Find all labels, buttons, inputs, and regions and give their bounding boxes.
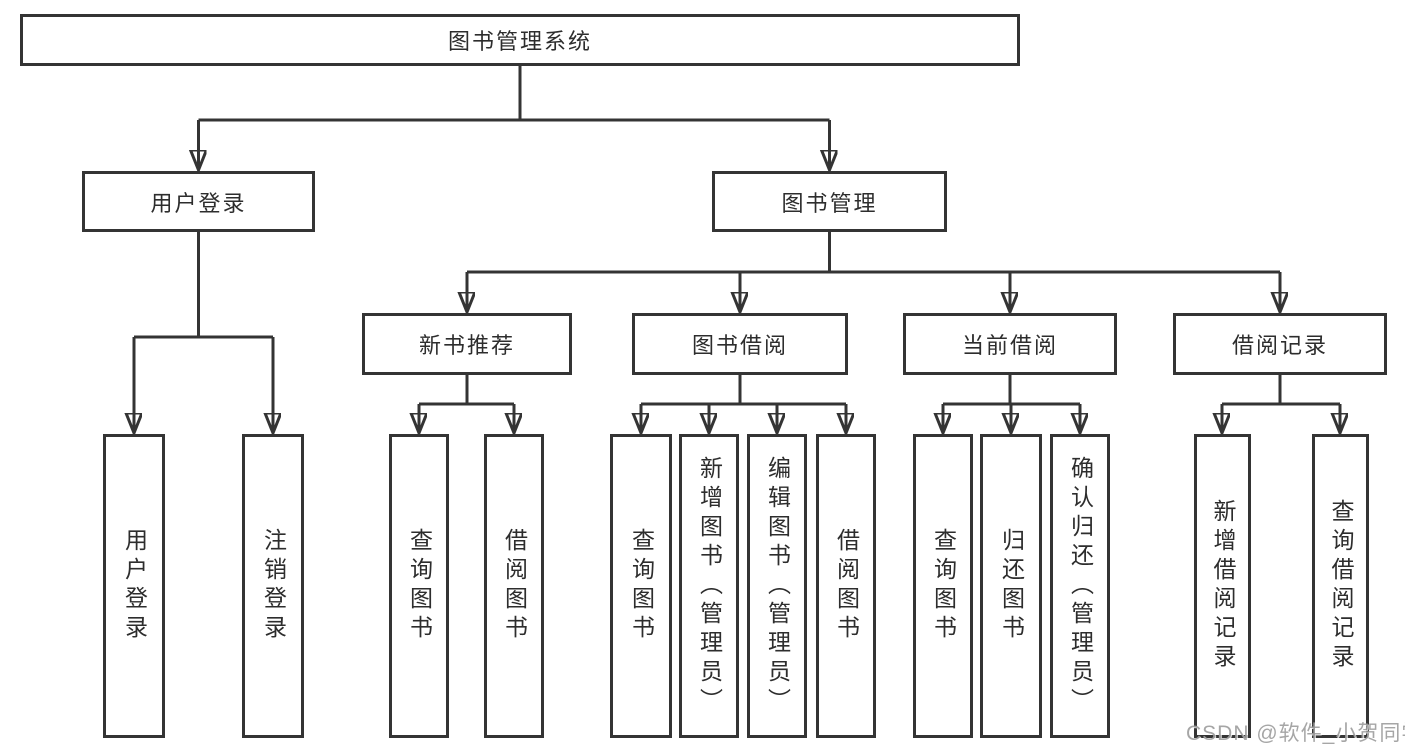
leaf-borrowing-borrow-books: 借阅图书 [816, 434, 876, 738]
leaf-records-query-record: 查询借阅记录 [1312, 434, 1369, 738]
node-library-system: 图书管理系统 [20, 14, 1020, 66]
leaf-borrowing-query-books: 查询图书 [610, 434, 672, 738]
leaf-newbook-borrow-books: 借阅图书 [484, 434, 544, 738]
node-label: 图书借阅 [691, 333, 788, 358]
node-current-borrowing: 当前借阅 [903, 313, 1117, 375]
leaf-user-login: 用户登录 [103, 434, 165, 738]
node-label: 借阅记录 [1231, 333, 1328, 358]
node-label: 借阅图书 [833, 528, 860, 644]
node-label: 查询图书 [930, 528, 957, 644]
node-label: 查询图书 [628, 528, 655, 644]
node-label: 归还图书 [998, 528, 1025, 644]
node-book-management: 图书管理 [712, 171, 947, 232]
node-label: 查询图书 [406, 528, 433, 644]
node-label: 新增图书（管理员） [696, 455, 723, 717]
connector-borrowing-children [641, 375, 846, 432]
node-label: 注销登录 [260, 528, 287, 644]
connector-new-book-children [419, 375, 514, 432]
leaf-current-confirm-return-admin: 确认归还（管理员） [1050, 434, 1110, 738]
node-label: 用户登录 [150, 190, 247, 216]
csdn-watermark: CSDN @软件_小贺同学 [1186, 722, 1405, 745]
leaf-borrowing-add-books-admin: 新增图书（管理员） [679, 434, 739, 738]
node-label: 确认归还（管理员） [1067, 455, 1094, 717]
leaf-borrowing-edit-books-admin: 编辑图书（管理员） [747, 434, 807, 738]
node-book-borrowing: 图书借阅 [632, 313, 848, 375]
leaf-current-return-books: 归还图书 [980, 434, 1042, 738]
node-label: 新增借阅记录 [1210, 499, 1236, 673]
leaf-current-query-books: 查询图书 [913, 434, 973, 738]
node-label: 图书管理系统 [447, 29, 592, 54]
node-label: 用户登录 [121, 528, 148, 644]
node-label: 查询借阅记录 [1328, 499, 1354, 673]
connector-records-children [1222, 375, 1340, 432]
connector-book-mgmt-children [467, 232, 1280, 311]
node-label: 新书推荐 [418, 333, 515, 358]
node-borrowing-records: 借阅记录 [1173, 313, 1387, 375]
node-label: 编辑图书（管理员） [764, 455, 791, 717]
leaf-newbook-query-books: 查询图书 [389, 434, 449, 738]
node-label: 当前借阅 [961, 333, 1058, 358]
node-label: 图书管理 [781, 190, 878, 216]
node-label: 借阅图书 [501, 528, 528, 644]
node-new-book-recommend: 新书推荐 [362, 313, 572, 375]
node-user-login: 用户登录 [82, 171, 315, 232]
connector-user-login-children [134, 232, 273, 432]
connector-root-to-level2 [199, 66, 830, 169]
leaf-records-add-record: 新增借阅记录 [1194, 434, 1251, 738]
leaf-logout: 注销登录 [242, 434, 304, 738]
connector-current-borrow-children [943, 375, 1080, 432]
